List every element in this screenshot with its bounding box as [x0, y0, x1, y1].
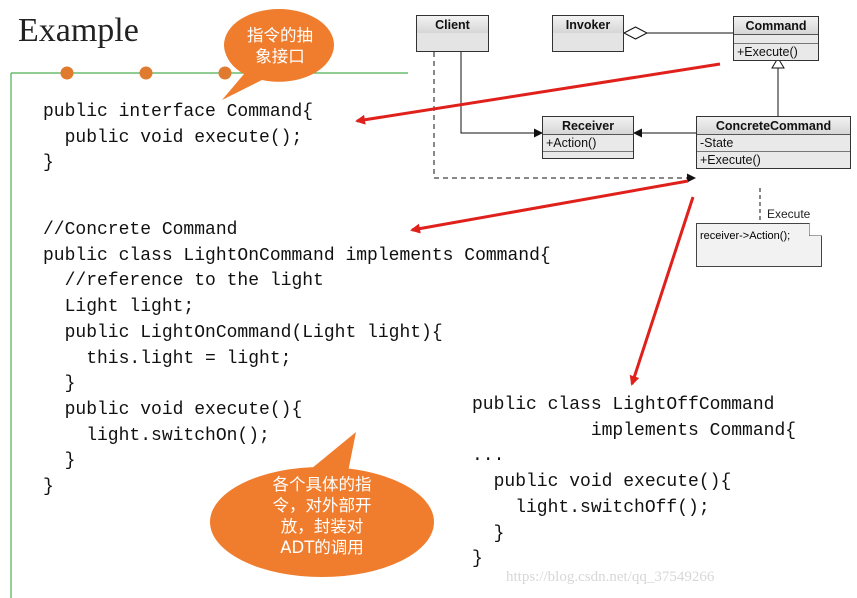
uml-class-name: Receiver	[543, 117, 633, 135]
callout-text-bottom: 各个具体的指 令，对外部开 放，封装对 ADT的调用	[272, 475, 372, 557]
uml-operation: +Execute()	[697, 152, 850, 168]
uml-class-command: Command +Execute()	[733, 16, 819, 61]
uml-class-receiver: Receiver +Action()	[542, 116, 634, 159]
uml-note-text: receiver->Action();	[700, 230, 791, 242]
code-light-on-command: //Concrete Command public class LightOnC…	[43, 220, 551, 498]
uml-class-invoker: Invoker	[552, 15, 624, 52]
rule-bullet	[218, 66, 232, 80]
callout-text-top: 指令的抽 象接口	[247, 26, 313, 66]
uml-operation: +Execute()	[734, 44, 818, 60]
uml-note: receiver->Action();	[696, 223, 822, 267]
uml-attribute: -State	[697, 135, 850, 152]
red-arrow-interface	[355, 62, 721, 125]
red-arrow-light-off	[629, 196, 695, 386]
callout-bubble-bottom	[210, 467, 434, 577]
rule-bullet	[139, 66, 153, 80]
uml-class-concrete-command: ConcreteCommand -State +Execute()	[696, 116, 851, 169]
rule-bullet	[60, 66, 74, 80]
code-light-off-command: public class LightOffCommand implements …	[472, 395, 797, 570]
uml-class-client: Client	[416, 15, 489, 52]
note-fold-icon	[809, 223, 822, 236]
uml-class-name: ConcreteCommand	[697, 117, 850, 135]
uml-note-label: Execute	[767, 207, 811, 221]
watermark: https://blog.csdn.net/qq_37549266	[506, 569, 715, 585]
red-arrow-light-on	[410, 179, 689, 234]
uml-class-name: Command	[734, 17, 818, 35]
uml-class-name: Invoker	[553, 16, 623, 33]
uml-class-name: Client	[417, 16, 488, 33]
code-command-interface: public interface Command{ public void ex…	[43, 102, 314, 174]
slide-title: Example	[18, 12, 139, 49]
uml-operation: +Action()	[543, 135, 633, 152]
